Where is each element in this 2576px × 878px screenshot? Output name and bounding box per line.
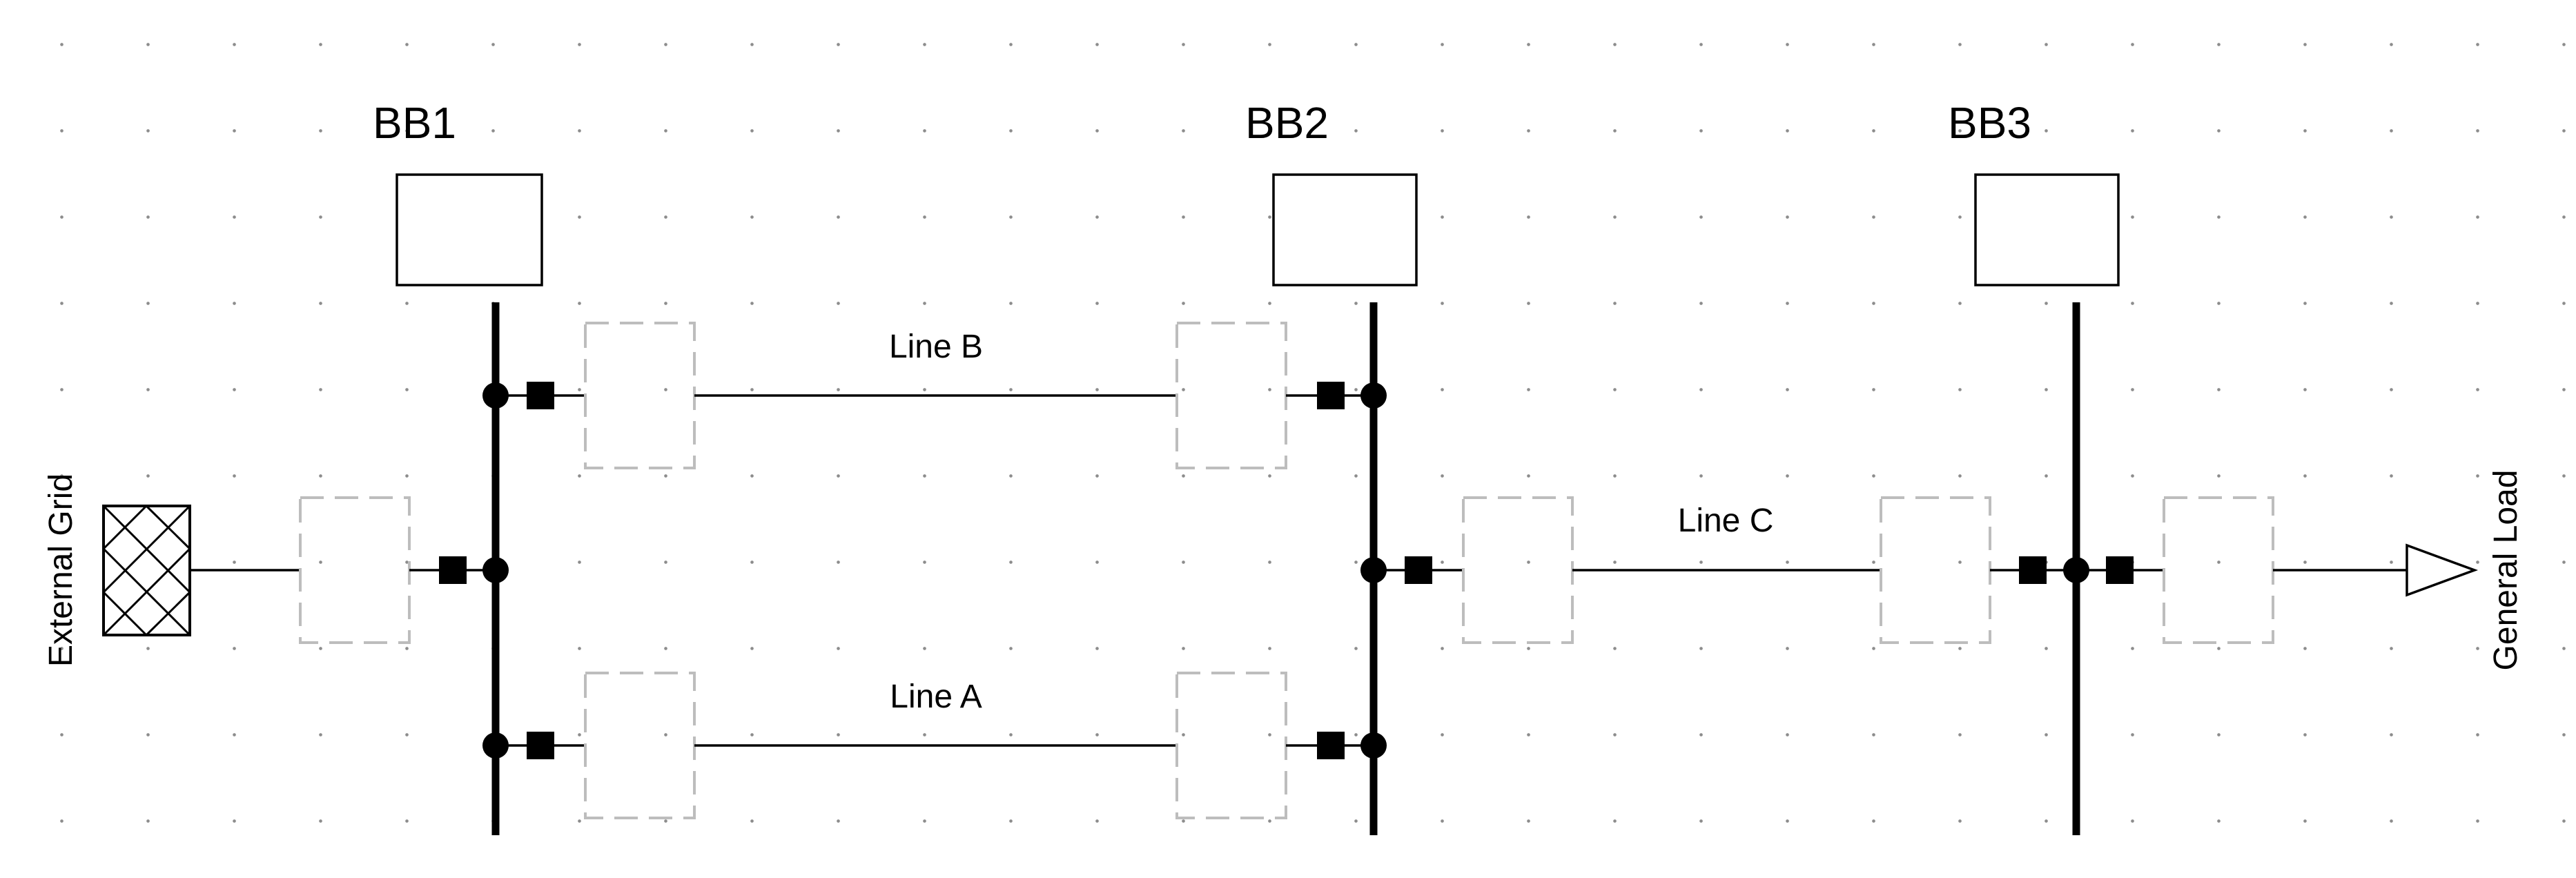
external-grid-breaker[interactable] <box>439 556 467 584</box>
line-b-breaker-bb1[interactable] <box>527 382 554 409</box>
line-a-branch[interactable] <box>482 672 1387 819</box>
busbar-result-box-bb1[interactable] <box>396 173 543 286</box>
general-load-label: General Load <box>2488 470 2524 671</box>
busbar-result-box-bb2[interactable] <box>1272 173 1418 286</box>
busbar-result-box-bb3[interactable] <box>1974 173 2120 286</box>
line-c-result-box-left[interactable] <box>1462 496 1574 644</box>
busbar-label-bb3: BB3 <box>1948 98 2031 148</box>
general-load-breaker[interactable] <box>2106 556 2134 584</box>
busbar-label-bb2: BB2 <box>1245 98 1329 148</box>
line-c-result-box-right[interactable] <box>1880 496 1991 644</box>
external-grid-label: External Grid <box>43 474 79 667</box>
line-b-node-bb2 <box>1360 382 1387 409</box>
line-c-breaker-bb2[interactable] <box>1405 556 1432 584</box>
line-b-branch[interactable] <box>482 322 1387 469</box>
external-grid-result-box[interactable] <box>299 496 411 644</box>
line-a-result-box-left[interactable] <box>584 672 696 819</box>
line-b-breaker-bb2[interactable] <box>1317 382 1345 409</box>
line-b-result-box-left[interactable] <box>584 322 696 469</box>
line-b-node-bb1 <box>482 382 509 409</box>
external-grid-node-bb1 <box>482 557 509 583</box>
line-a-breaker-bb2[interactable] <box>1317 732 1345 759</box>
external-grid-branch[interactable] <box>102 496 509 644</box>
external-grid-icon[interactable] <box>102 505 191 636</box>
line-c-label: Line C <box>1678 503 1774 539</box>
line-a-label: Line A <box>890 679 982 715</box>
line-b-label: Line B <box>889 329 983 365</box>
line-b-result-box-right[interactable] <box>1175 322 1287 469</box>
line-c-branch[interactable] <box>1360 496 2089 644</box>
general-load-branch[interactable] <box>2076 496 2479 644</box>
load-arrow-icon[interactable] <box>2406 543 2479 597</box>
line-c-breaker-bb3[interactable] <box>2019 556 2047 584</box>
line-a-breaker-bb1[interactable] <box>527 732 554 759</box>
line-a-node-bb1 <box>482 732 509 759</box>
line-a-node-bb2 <box>1360 732 1387 759</box>
general-load-result-box[interactable] <box>2163 496 2274 644</box>
line-a-result-box-right[interactable] <box>1175 672 1287 819</box>
busbar-label-bb1: BB1 <box>373 98 456 148</box>
